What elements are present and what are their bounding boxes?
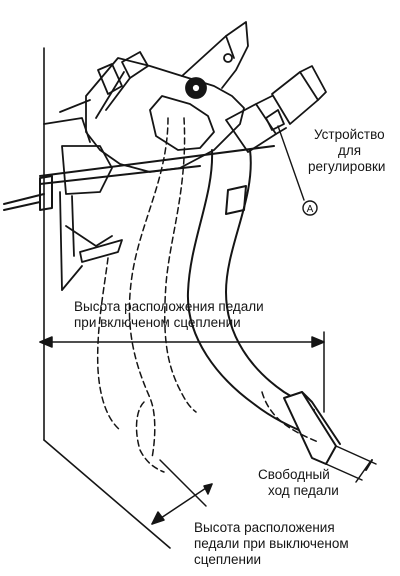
released-height-label-line2: педали при выключеном [194, 536, 349, 551]
engaged-height-dimension [39, 331, 325, 413]
pedal-pad [283, 391, 341, 465]
engaged-height-label-line2: при включеном сцеплении [74, 315, 241, 330]
marker-a: A [302, 200, 318, 216]
linkage-rod [3, 145, 275, 211]
adjuster-label: Устройство для регулировки [308, 127, 385, 174]
free-play-label-line2: ход педали [268, 483, 339, 498]
pedal-released-outline [96, 117, 319, 473]
marker-a-label: A [307, 204, 314, 215]
adjusting-device [225, 65, 327, 153]
adjuster-label-line1: Устройство [314, 127, 385, 142]
free-play-dimension [325, 445, 377, 483]
push-rod [95, 51, 149, 119]
free-play-label: Свободный ход педали [258, 467, 339, 498]
engaged-height-label-line1: Высота расположения педали [74, 299, 264, 314]
free-play-label-line1: Свободный [258, 467, 330, 482]
released-height-label: Высота расположения педали при выключено… [194, 520, 349, 567]
released-height-label-line1: Высота расположения [194, 520, 335, 535]
pedal-bracket [43, 21, 249, 195]
lower-stand [59, 191, 123, 291]
pedal-lever [186, 149, 315, 437]
adjuster-label-line2: для [338, 143, 361, 158]
adjuster-label-line3: регулировки [308, 159, 385, 174]
firewall-line [43, 47, 171, 549]
released-height-label-line3: сцеплении [194, 552, 261, 567]
pivot-bolt [185, 77, 207, 99]
released-height-dimension [151, 459, 213, 525]
adjuster-leader [277, 125, 305, 201]
engaged-height-label: Высота расположения педали при включеном… [74, 299, 264, 330]
